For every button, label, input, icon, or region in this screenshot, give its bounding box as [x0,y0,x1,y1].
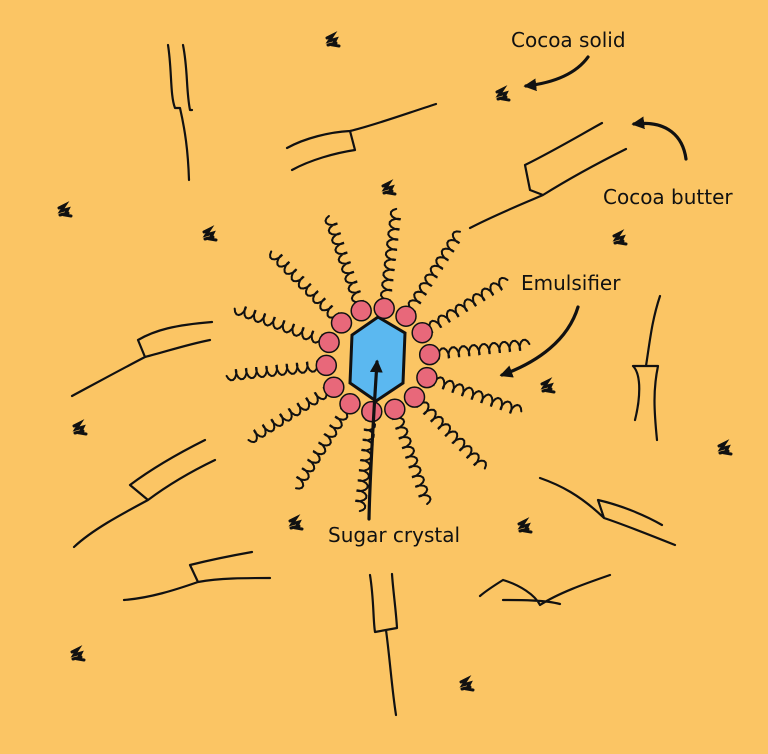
cocoa-solid [459,675,475,692]
cocoa-butter-label: Cocoa butter [603,185,733,209]
emulsifier-head [323,376,345,399]
emulsifier-label: Emulsifier [521,271,621,295]
cocoa-solid [70,645,86,662]
cocoa-butter-molecule [478,573,612,607]
cocoa-solid [517,517,533,534]
emulsifier-heads [315,297,441,423]
cocoa-butter-molecule [631,294,662,442]
emulsifier-tail [431,376,523,414]
cocoa-butter-molecules [70,43,677,717]
emulsifier-head [361,400,383,423]
emulsifier-tail [354,418,377,513]
cocoa-butter-molecule [468,121,628,230]
emulsifier-head [315,354,338,377]
emulsifier-head [416,366,438,389]
emulsifier-arrow [499,305,580,378]
emulsifier-tail [225,360,320,382]
emulsifier-head [418,343,441,366]
emulsifier-head [350,300,372,322]
emulsifier-head [339,393,361,415]
cocoa-butter-molecule [122,550,272,602]
cocoa-solid [540,377,556,394]
cocoa-butter-molecule [368,572,399,717]
cocoa-solid [612,229,628,246]
emulsifier-tail [247,386,328,444]
emulsifier-head [403,386,426,408]
emulsifier-tails [225,207,531,513]
emulsifier-head [411,321,433,344]
cocoa-solid-arrow [523,55,590,92]
cocoa-solid [381,179,397,196]
emulsifier-head [330,312,353,334]
cocoa-butter-molecule [70,320,214,398]
cocoa-solid [72,419,88,436]
emulsifier-tail [233,306,325,344]
emulsifier-tail [324,215,365,304]
cocoa-solid [202,225,218,242]
sugar-crystal [348,315,407,403]
cocoa-butter-molecule [285,102,438,172]
cocoa-butter-arrow [631,116,688,161]
emulsifier-tail [379,207,402,302]
emulsifier-head [384,398,406,420]
emulsifier-head [395,305,417,327]
cocoa-solid [717,439,733,456]
cocoa-butter-molecule [166,43,194,182]
cocoa-solid [495,85,511,102]
sugar-crystal-label: Sugar crystal [328,523,461,547]
cocoa-solids [57,31,733,692]
emulsifier-tail [295,406,349,490]
emulsifier-tail [407,230,461,314]
emulsifier-tail [428,276,509,334]
cocoa-solid [57,201,73,218]
emulsifier-tail [415,401,487,470]
cocoa-butter-molecule [538,476,677,547]
cocoa-butter-molecule [72,438,217,549]
emulsifier-head [373,297,395,320]
emulsifier-tail [269,250,341,319]
emulsifier-tail [391,416,432,505]
cocoa-solid [288,514,304,531]
cocoa-solid [325,31,341,48]
emulsifier-tail [436,338,531,360]
sugar-crystal-arrow [367,359,383,521]
cocoa-solid-label: Cocoa solid [511,28,626,52]
arrows [367,55,688,521]
emulsifier-head [318,331,340,354]
